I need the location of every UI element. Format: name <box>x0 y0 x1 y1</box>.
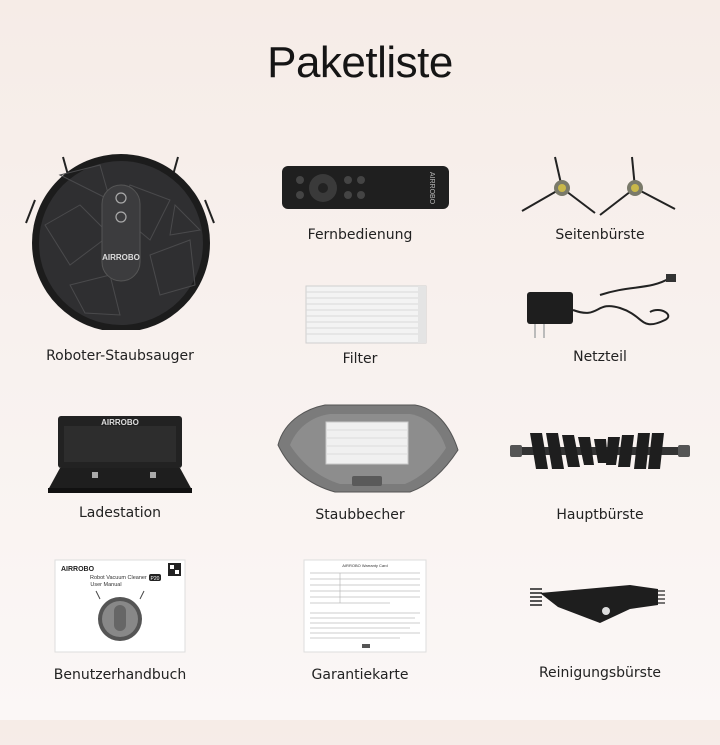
manual-model-text: P20 <box>151 576 160 582</box>
robot-brand-text: AIRROBO <box>102 253 140 262</box>
item-warranty-card: AIRROBO Warranty Card Garantiekarte <box>240 555 480 725</box>
power-adapter-icon <box>480 270 720 420</box>
filter-icon <box>240 280 480 430</box>
item-charging-dock: AIRROBO Ladestation <box>0 410 240 580</box>
warranty-card-icon: AIRROBO Warranty Card <box>240 555 480 705</box>
item-side-brush: Seitenbürste <box>480 145 720 315</box>
item-filter: Filter <box>240 280 480 450</box>
main-brush-icon <box>480 425 720 575</box>
label-power-adapter: Netzteil <box>573 349 627 365</box>
label-remote-control: Fernbedienung <box>307 227 413 243</box>
item-power-adapter: Netzteil <box>480 270 720 440</box>
cleaning-tool-icon <box>480 575 720 725</box>
side-brush-icon <box>480 145 720 295</box>
label-cleaning-tool: Reinigungsbürste <box>538 665 662 681</box>
item-main-brush: Hauptbürste <box>480 425 720 595</box>
robot-vacuum-icon: AIRROBO <box>0 145 240 330</box>
item-cleaning-tool: Reinigungsbürste <box>480 575 720 745</box>
manual-header-text: Robot Vacuum Cleaner <box>90 575 147 581</box>
remote-brand-text: AIRROBO <box>428 172 435 205</box>
label-filter: Filter <box>342 351 378 367</box>
user-manual-icon: AIRROBO Robot Vacuum Cleaner P20 User Ma… <box>0 555 240 705</box>
item-remote-control: AIRROBO Fernbedienung <box>240 145 480 315</box>
label-side-brush: Seitenbürste <box>555 227 645 243</box>
dock-brand-text: AIRROBO <box>101 418 139 427</box>
label-main-brush: Hauptbürste <box>556 507 644 523</box>
manual-brand-text: AIRROBO <box>61 566 95 573</box>
remote-control-icon: AIRROBO <box>240 145 480 295</box>
label-dustbin: Staubbecher <box>315 507 405 523</box>
manual-subtitle-text: User Manual <box>90 582 121 588</box>
page-title: Paketliste <box>267 38 453 87</box>
item-user-manual: AIRROBO Robot Vacuum Cleaner P20 User Ma… <box>0 555 240 725</box>
charging-dock-icon: AIRROBO <box>0 410 240 560</box>
item-robot-vacuum: AIRROBO Roboter-Staubsauger <box>0 145 240 364</box>
label-warranty-card: Garantiekarte <box>311 667 409 683</box>
label-charging-dock: Ladestation <box>78 505 162 521</box>
label-user-manual: Benutzerhandbuch <box>53 667 187 683</box>
item-dustbin: Staubbecher <box>240 400 480 570</box>
card-header-text: AIRROBO Warranty Card <box>342 563 387 568</box>
label-robot-vacuum: Roboter-Staubsauger <box>46 348 194 364</box>
dustbin-icon <box>240 400 480 550</box>
